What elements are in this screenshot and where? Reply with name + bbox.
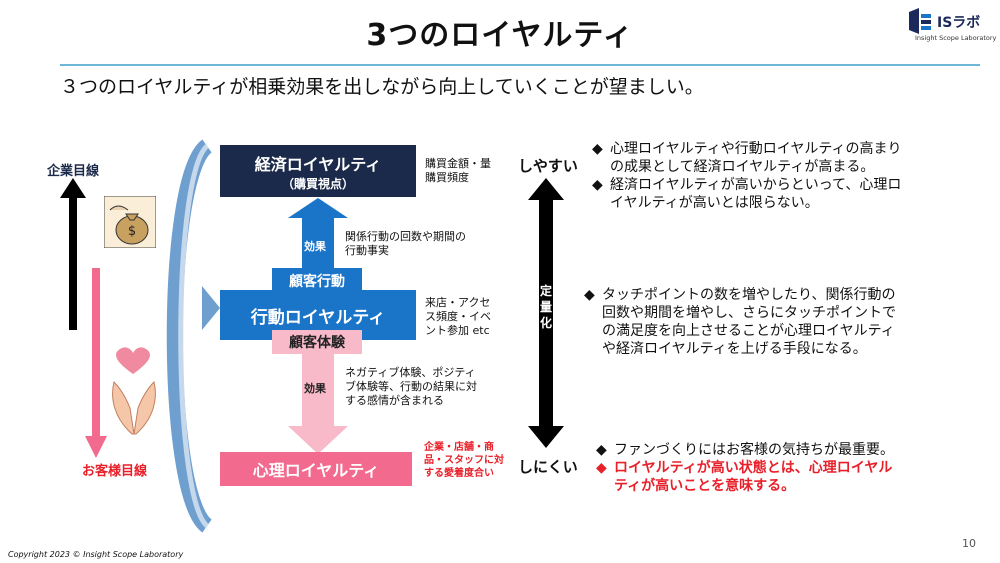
subtitle: ３つのロイヤルティが相乗効果を出しながら向上していくことが望ましい。	[60, 76, 704, 98]
effect-lower-label: 効果	[304, 382, 326, 395]
economic-loyalty-box: 経済ロイヤルティ （購買視点）	[220, 145, 416, 197]
diamond-icon: ◆	[592, 177, 603, 193]
diamond-icon: ◆	[584, 287, 595, 303]
effect-upper-note-line: 行動事実	[345, 244, 389, 257]
scale-char: 量	[539, 300, 552, 314]
heart-icon	[116, 347, 150, 374]
bullet-line: ロイヤルティが高い状態とは、心理ロイヤル	[614, 460, 893, 476]
economic-note: 購買金額・量 購買頻度	[425, 157, 491, 185]
bullet-line: ティが高いことを意味する。	[614, 478, 796, 494]
logo-subtext: Insight Scope Laboratory	[915, 34, 997, 42]
down-arrow-icon	[85, 268, 107, 458]
bullet-line: や経済ロイヤルティを上げる手段になる。	[602, 341, 867, 357]
behavior-note-line: 来店・アクセ	[425, 296, 491, 309]
hands-icon	[112, 381, 156, 435]
money-bag-icon: $	[104, 196, 156, 248]
bullet-group-2: ◆ タッチポイントの数を増やしたり、関係行動の 回数や期間を増やし、さらにタッチポ…	[584, 286, 980, 358]
customer-action-box: 顧客行動	[272, 268, 362, 294]
customer-view-label: お客様目線	[82, 464, 148, 479]
bullet-line: 回数や期間を増やし、さらにタッチポイントで	[602, 305, 896, 321]
psych-note-line: 品・スタッフに対	[424, 455, 504, 466]
scale-char: 化	[539, 316, 552, 330]
effect-lower-note-line: する感情が含まれる	[345, 394, 444, 407]
economic-note-line: 購買金額・量	[425, 157, 491, 170]
effect-lower-note-line: ブ体験等、行動の結果に対	[345, 380, 477, 393]
svg-text:$: $	[128, 224, 136, 239]
effect-lower-note: ネガティブ体験、ポジティ ブ体験等、行動の結果に対 する感情が含まれる	[345, 366, 477, 408]
psych-loyalty-box: 心理ロイヤルティ	[220, 452, 412, 486]
bullet-line: ファンづくりにはお客様の気持ちが最重要。	[614, 442, 894, 458]
scale-char: 定	[539, 284, 552, 298]
effect-lower-note-line: ネガティブ体験、ポジティ	[345, 366, 476, 379]
customer-experience-box: 顧客体験	[272, 330, 362, 354]
page-number: 10	[962, 537, 976, 550]
behavior-note: 来店・アクセ ス頻度・イベ ント参加 etc	[425, 296, 491, 338]
psych-note-line: する愛着度合い	[424, 468, 494, 479]
effect-down-arrow-icon	[288, 354, 348, 454]
bullet-line: タッチポイントの数を増やしたり、関係行動の	[602, 287, 896, 303]
logo: ISラボ Insight Scope Laboratory	[905, 6, 996, 46]
diamond-icon: ◆	[596, 460, 607, 476]
company-view-label: 企業目線	[47, 164, 100, 179]
title-divider	[60, 64, 980, 66]
scale-quantify-label: 定 量 化	[539, 283, 553, 331]
bullet-line: の成果として経済ロイヤルティが高まる。	[610, 159, 875, 175]
cycle-arrow-icon	[166, 139, 220, 533]
bullet-group-1: ◆ 心理ロイヤルティや行動ロイヤルティの高まり の成果として経済ロイヤルティが高ま…	[592, 140, 982, 212]
bullet-group-3: ◆ ファンづくりにはお客様の気持ちが最重要。 ◆ ロイヤルティが高い状態とは、心理ロ…	[596, 441, 986, 495]
bullet-line: 心理ロイヤルティや行動ロイヤルティの高まり	[610, 141, 902, 157]
economic-note-line: 購買頻度	[425, 171, 469, 184]
behavior-note-line: ント参加 etc	[425, 324, 490, 337]
psych-note-line: 企業・店舗・商	[424, 442, 494, 453]
economic-loyalty-title: 経済ロイヤルティ	[254, 154, 382, 174]
effect-up-arrow-icon	[288, 198, 348, 268]
up-arrow-icon	[60, 178, 86, 330]
bullet-line: の満足度を向上させることが心理ロイヤルティ	[602, 323, 895, 339]
bullet-line: 経済ロイヤルティが高いからといって、心理ロ	[610, 177, 902, 193]
effect-upper-note-line: 関係行動の回数や期間の	[345, 230, 466, 243]
psych-note: 企業・店舗・商 品・スタッフに対 する愛着度合い	[424, 441, 504, 480]
scale-top-label: しやすい	[518, 157, 578, 175]
logo-name: ISラボ	[937, 15, 981, 31]
effect-upper-label: 効果	[304, 240, 326, 253]
diamond-icon: ◆	[592, 141, 603, 157]
behavior-loyalty-box: 行動ロイヤルティ	[220, 290, 416, 340]
copyright: Copyright 2023 © Insight Scope Laborator…	[8, 550, 184, 559]
scale-bottom-label: しにくい	[518, 458, 578, 476]
behavior-note-line: ス頻度・イベ	[425, 310, 491, 323]
page-title: 3つのロイヤルティ	[366, 18, 634, 53]
bullet-line: イヤルティが高いとは限らない。	[610, 195, 819, 211]
economic-loyalty-sub: （購買視点）	[281, 176, 354, 191]
double-arrow-icon	[528, 178, 564, 448]
diamond-icon: ◆	[596, 442, 607, 458]
effect-upper-note: 関係行動の回数や期間の 行動事実	[345, 230, 466, 258]
logo-mark-icon	[909, 8, 931, 34]
